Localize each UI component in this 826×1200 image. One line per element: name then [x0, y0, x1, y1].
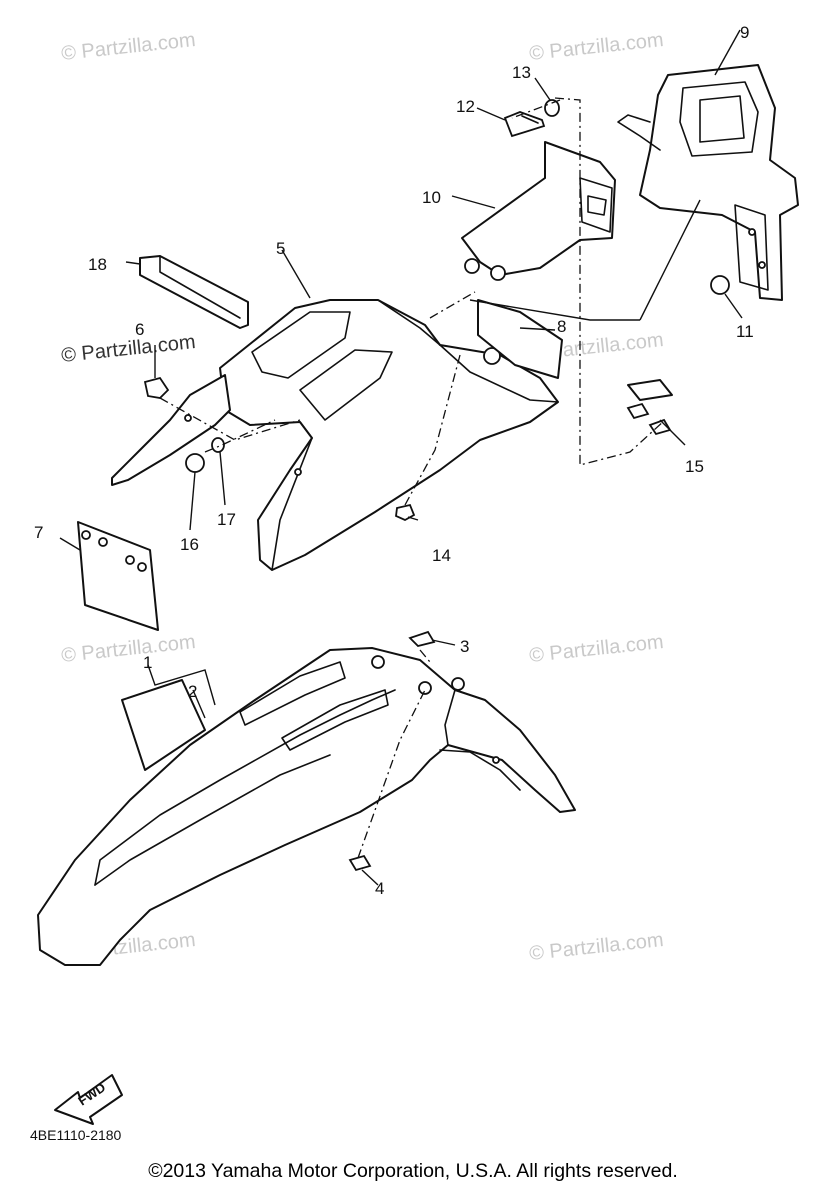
callout-2: 2 — [188, 682, 197, 701]
watermark: © Partzilla.com — [60, 29, 196, 65]
callout-15: 15 — [685, 457, 704, 476]
callout-5: 5 — [276, 239, 285, 258]
callout-3: 3 — [460, 637, 469, 656]
part-license-bracket — [617, 64, 799, 301]
hardware-washer-13 — [544, 99, 560, 117]
hardware-bolt-6 — [143, 376, 170, 399]
callout-13: 13 — [512, 63, 531, 82]
watermark: © Partzilla.com — [528, 29, 664, 65]
hardware-washer-17 — [211, 437, 225, 453]
hardware-nut-16 — [185, 453, 205, 473]
hardware-bolt-12 — [503, 111, 546, 138]
callout-12: 12 — [456, 97, 475, 116]
part-plate — [77, 521, 159, 631]
part-front-fender — [37, 647, 576, 966]
copyright-notice: ©2013 Yamaha Motor Corporation, U.S.A. A… — [148, 1160, 678, 1182]
hardware-nut-3 — [408, 630, 436, 647]
hardware-clip-15 — [626, 379, 673, 436]
callout-17: 17 — [217, 510, 236, 529]
part-rear-fender — [111, 299, 559, 571]
callout-9: 9 — [740, 23, 749, 42]
callout-16: 16 — [180, 535, 199, 554]
part-reflector — [477, 299, 563, 379]
callout-10: 10 — [422, 188, 441, 207]
part-taillight-bracket — [461, 141, 616, 281]
callout-14: 14 — [432, 546, 451, 565]
callout-1: 1 — [143, 653, 152, 672]
callout-8: 8 — [557, 317, 566, 336]
watermark: © Partzilla.com — [528, 631, 664, 667]
callout-11: 11 — [736, 322, 754, 341]
hardware-bolt-4 — [348, 854, 372, 872]
diagram-code: 4BE1110-2180 — [30, 1127, 122, 1143]
callout-6: 6 — [135, 320, 144, 339]
watermark: © Partzilla.com — [60, 631, 196, 667]
part-decal — [121, 679, 206, 771]
watermark: © Partzilla.com — [60, 331, 196, 367]
forward-arrow-icon: FWD — [54, 1074, 123, 1125]
callout-4: 4 — [375, 879, 384, 898]
part-cap — [710, 275, 730, 295]
callout-18: 18 — [88, 255, 107, 274]
watermark: © Partzilla.com — [528, 929, 664, 965]
callout-7: 7 — [34, 523, 43, 542]
